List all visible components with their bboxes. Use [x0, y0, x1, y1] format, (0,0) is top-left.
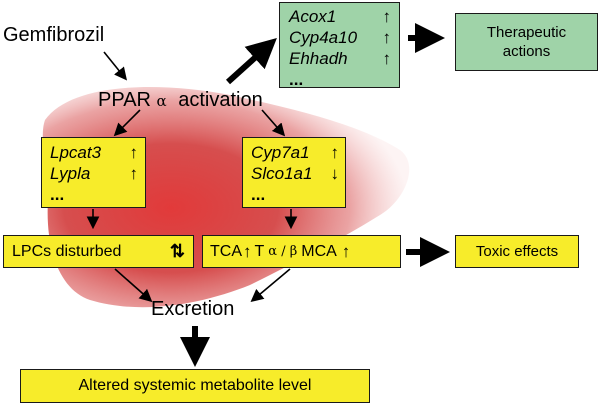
arrow-tca-to-excretion [250, 268, 291, 303]
green-gene-row: Acox1 ↑ [289, 6, 391, 27]
up-arrow-icon: ↑ [243, 241, 252, 261]
right-ellipsis: ... [251, 185, 266, 204]
up-arrow-icon: ↑ [382, 28, 392, 47]
gemfibrozil-label: Gemfibrozil [3, 24, 105, 46]
alpha-beta-label: α / β [268, 244, 298, 259]
altered-metabolite-label: Altered systemic metabolite level [78, 377, 312, 394]
arrow-gemfibrozil-to-ppar [103, 51, 128, 81]
gene-acox1: Acox1 [289, 7, 337, 26]
ppar-activation-label: PPAR α activation [98, 89, 263, 112]
lpcs-disturbed-box: LPCs disturbed ⇅ [3, 235, 194, 268]
right-gene-box: Cyp7a1 ↑ Slco1a1 ↓ ... [242, 137, 346, 208]
activation-label: activation [178, 89, 263, 111]
up-arrow-icon: ↑ [382, 7, 392, 26]
gene-ehhadh: Ehhadh [289, 49, 348, 68]
right-gene-row: Cyp7a1 ↑ [251, 142, 339, 163]
green-gene-row: Ehhadh ↑ [289, 48, 391, 69]
gene-cyp7a1: Cyp7a1 [251, 143, 310, 162]
arrow-lpcs-to-excretion [114, 268, 153, 303]
green-ellipsis: ... [289, 70, 304, 89]
t-label: T [254, 242, 265, 260]
up-arrow-icon: ↑ [129, 164, 139, 183]
ppar-prefix: PPAR [98, 89, 151, 111]
tca-label: TCA [210, 242, 242, 260]
therapeutic-actions-label: Therapeutic actions [486, 24, 567, 60]
ppar-alpha: α [156, 92, 167, 110]
gene-cyp4a10: Cyp4a10 [289, 28, 358, 47]
left-ellipsis: ... [50, 185, 65, 204]
therapeutic-actions-box: Therapeutic actions [455, 13, 598, 71]
excretion-label: Excretion [151, 298, 235, 320]
gene-lpcat3: Lpcat3 [50, 143, 102, 162]
up-arrow-icon: ↑ [129, 143, 139, 162]
arrow-ppar-to-left-genes [113, 109, 141, 137]
arrow-activation-to-green-box [225, 37, 277, 85]
altered-metabolite-box: Altered systemic metabolite level [20, 369, 370, 403]
right-gene-row: Slco1a1 ↓ [251, 163, 339, 184]
left-gene-row: Lypla ↑ [50, 163, 138, 184]
lpcs-disturbed-label: LPCs disturbed [12, 242, 122, 260]
gene-slco1a1: Slco1a1 [251, 164, 313, 183]
green-gene-row: Cyp4a10 ↑ [289, 27, 391, 48]
left-gene-row: Lpcat3 ↑ [50, 142, 138, 163]
arrow-activation-to-right-genes [261, 109, 286, 137]
left-gene-box: Lpcat3 ↑ Lypla ↑ ... [41, 137, 146, 208]
up-arrow-icon: ↑ [330, 143, 340, 162]
up-down-arrows-icon: ⇅ [169, 241, 185, 261]
toxic-effects-label: Toxic effects [475, 243, 559, 260]
green-gene-box: Acox1 ↑ Cyp4a10 ↑ Ehhadh ↑ ... [279, 2, 400, 89]
down-arrow-icon: ↓ [330, 164, 340, 183]
mca-label: MCA [301, 242, 337, 260]
toxic-effects-box: Toxic effects [455, 235, 579, 268]
gene-lypla: Lypla [50, 164, 91, 183]
up-arrow-icon: ↑ [341, 241, 351, 261]
bile-acid-box: TCA ↑ T α / β MCA ↑ [202, 235, 401, 268]
up-arrow-icon: ↑ [382, 49, 392, 68]
